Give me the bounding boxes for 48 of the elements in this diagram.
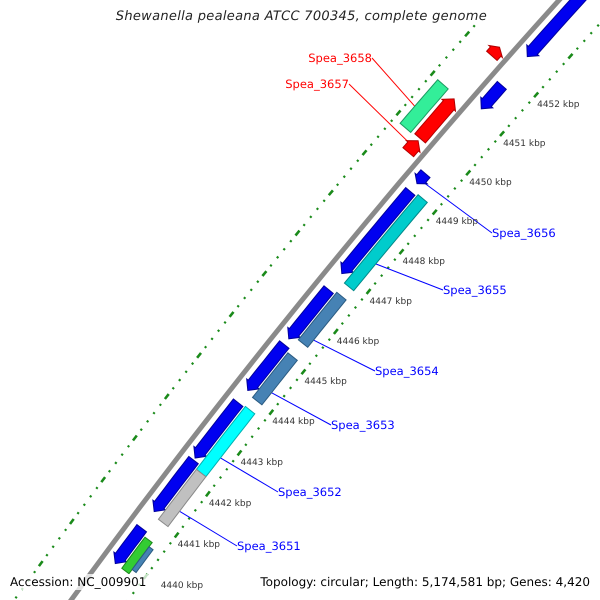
gene-bar — [158, 468, 207, 528]
scale-label: 4446 kbp — [336, 336, 380, 348]
scale-label: 4447 kbp — [370, 296, 412, 308]
gene-label: Spea_3653 — [331, 418, 395, 432]
scale-label: 4441 kbp — [178, 540, 220, 551]
gene-label: Spea_3657 — [285, 77, 349, 91]
gene-feature — [113, 524, 148, 564]
leader-line — [375, 263, 444, 290]
gene-feature — [193, 398, 244, 459]
leader-line — [424, 183, 492, 234]
leader-line — [313, 340, 376, 372]
scale-label: 4443 kbp — [240, 458, 283, 469]
gene-feature — [246, 340, 290, 391]
leader-line — [179, 510, 238, 546]
gene-bar — [344, 194, 428, 292]
gene-label: Spea_3651 — [237, 539, 301, 553]
scale-label: 4451 kbp — [503, 138, 546, 150]
gene-feature — [287, 285, 334, 340]
gene-label: Spea_3658 — [308, 51, 372, 65]
gene-feature — [152, 456, 199, 512]
genome-stats-text: Topology: circular; Length: 5,174,581 bp; Genes: 4,420 — [258, 574, 592, 590]
gene-feature — [486, 44, 504, 62]
leader-line — [348, 84, 408, 142]
gene-feature — [414, 98, 456, 144]
scale-label: 4444 kbp — [272, 417, 315, 428]
scale-label: 4445 kbp — [304, 376, 347, 388]
gene-label: Spea_3656 — [492, 226, 556, 240]
gene-bar — [399, 79, 449, 134]
scale-label: 4448 kbp — [402, 256, 445, 268]
gene-label: Spea_3652 — [278, 485, 342, 499]
gene-bar — [131, 546, 154, 574]
leader-line — [372, 58, 416, 107]
accession-text: Accession: NC_009901 — [8, 574, 148, 590]
gene-label: Spea_3654 — [375, 364, 439, 378]
gene-label: Spea_3655 — [443, 283, 507, 297]
scale-label: 4452 kbp — [537, 100, 580, 111]
gene-bar — [121, 536, 153, 574]
gene-feature — [480, 80, 507, 110]
leader-line — [220, 457, 278, 492]
scale-label: 4449 kbp — [436, 217, 478, 228]
map-title: Shewanella pealeana ATCC 700345, complete genome — [116, 9, 487, 24]
scale-label: 4450 kbp — [469, 178, 512, 189]
gene-bar — [252, 352, 298, 406]
scale-label: 4442 kbp — [208, 498, 252, 510]
leader-line — [271, 392, 332, 426]
gene-feature — [414, 169, 431, 184]
scale-label: 4440 kbp — [160, 581, 204, 592]
gene-feature — [402, 140, 421, 158]
